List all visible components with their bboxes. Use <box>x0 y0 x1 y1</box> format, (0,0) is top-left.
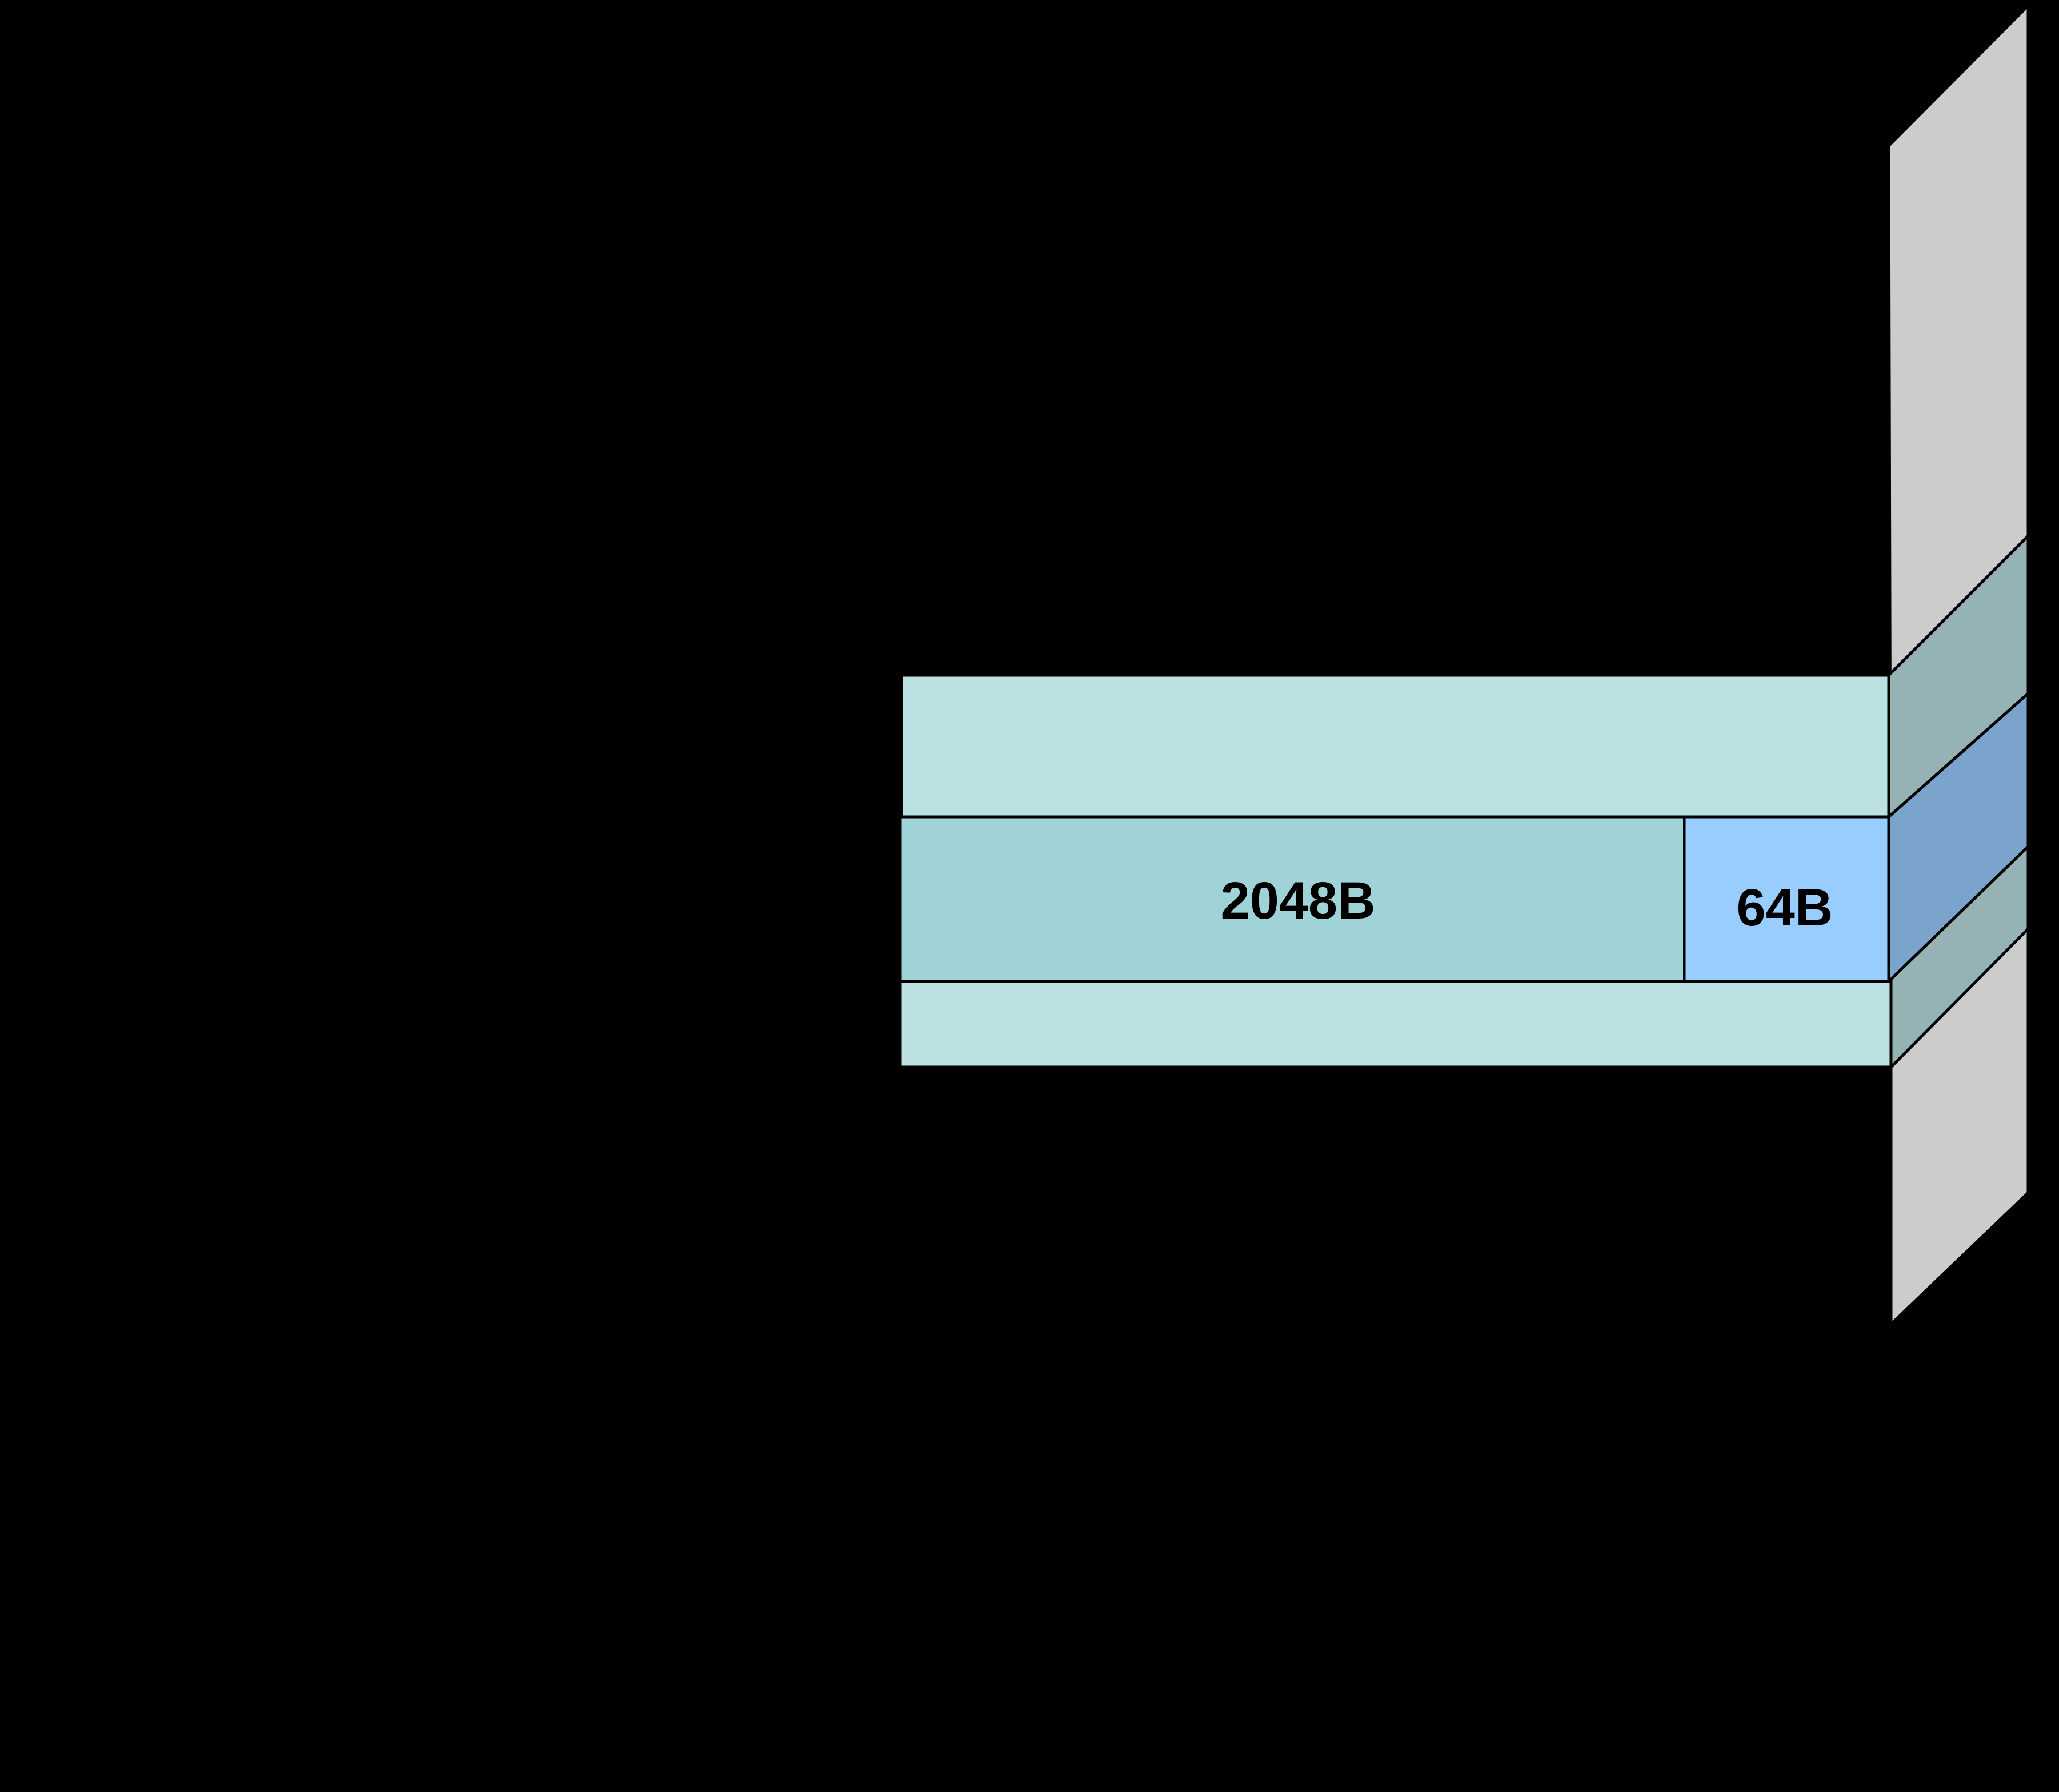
data-area-label: 2048B <box>1220 872 1375 930</box>
block-front-lower <box>898 1065 1893 1326</box>
block-front-upper <box>898 145 1890 677</box>
data-area-cell <box>898 815 1686 983</box>
page-band-front-lower <box>898 980 1893 1069</box>
block-top-face <box>899 4 2032 147</box>
page-band-front-upper <box>900 673 1890 819</box>
spare-area-label: 64B <box>1737 879 1833 937</box>
spare-area-cell <box>1683 815 1890 983</box>
